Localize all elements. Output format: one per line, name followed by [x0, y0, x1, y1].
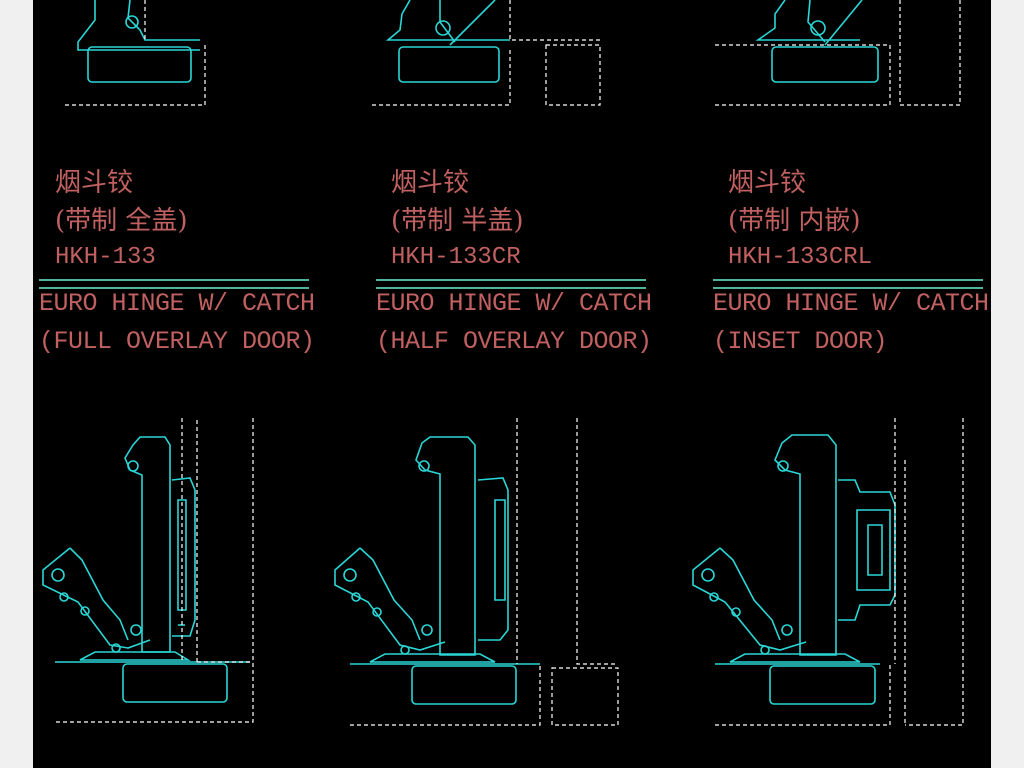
hinge-desc-inset: EURO HINGE W/ CATCH (INSET DOOR): [713, 285, 989, 361]
hinge-label-full-overlay: 烟斗铰 (带制 全盖) HKH-133: [55, 164, 188, 276]
hinge-drawing-top-half-overlay: [385, 0, 510, 83]
divider-half-overlay: [376, 279, 646, 289]
hinge-drawing-top-inset: [755, 0, 879, 83]
page-margin-right: [991, 0, 1024, 768]
cabinet-bottom-full-overlay: [55, 418, 254, 723]
hinge-type-cn: (带制 半盖): [391, 206, 524, 236]
hinge-name-cn: 烟斗铰: [55, 168, 134, 198]
hinge-label-inset: 烟斗铰 (带制 内嵌) HKH-133CRL: [728, 164, 872, 276]
hinge-drawing-bottom-inset: [692, 434, 896, 705]
hinge-desc-half-overlay: EURO HINGE W/ CATCH (HALF OVERLAY DOOR): [376, 285, 652, 361]
hinge-desc-line2: (HALF OVERLAY DOOR): [376, 327, 652, 356]
hinge-name-cn: 烟斗铰: [728, 168, 807, 198]
hinge-desc-line1: EURO HINGE W/ CATCH: [376, 289, 652, 318]
hinge-desc-line1: EURO HINGE W/ CATCH: [713, 289, 989, 318]
cabinet-top-inset: [715, 0, 961, 106]
hinge-drawings: [42, 0, 964, 726]
hinge-model: HKH-133CR: [391, 244, 521, 271]
hinge-type-cn: (带制 全盖): [55, 206, 188, 236]
cad-drawing-sheet: 烟斗铰 (带制 全盖) HKH-133 EURO HINGE W/ CATCH …: [33, 0, 991, 768]
cabinet-bottom-half-overlay: [350, 418, 619, 726]
hinge-desc-line2: (INSET DOOR): [713, 327, 888, 356]
hinge-desc-full-overlay: EURO HINGE W/ CATCH (FULL OVERLAY DOOR): [39, 285, 315, 361]
divider-full-overlay: [39, 279, 309, 289]
hinge-desc-line1: EURO HINGE W/ CATCH: [39, 289, 315, 318]
page-margin-left: [0, 0, 33, 768]
hinge-drawing-bottom-half-overlay: [334, 436, 540, 705]
cabinet-bottom-inset: [715, 418, 964, 726]
hinge-model: HKH-133CRL: [728, 244, 873, 271]
hinge-drawing-top-full-overlay: [77, 0, 200, 83]
hinge-type-cn: (带制 内嵌): [728, 206, 861, 236]
hinge-drawing-bottom-full-overlay: [42, 436, 250, 703]
hinge-desc-line2: (FULL OVERLAY DOOR): [39, 327, 315, 356]
cabinet-top-half-overlay: [370, 0, 601, 106]
hinge-name-cn: 烟斗铰: [391, 168, 470, 198]
divider-inset: [713, 279, 983, 289]
cabinet-top-full-overlay: [65, 0, 206, 106]
hinge-label-half-overlay: 烟斗铰 (带制 半盖) HKH-133CR: [391, 164, 524, 276]
hinge-model: HKH-133: [55, 244, 156, 271]
